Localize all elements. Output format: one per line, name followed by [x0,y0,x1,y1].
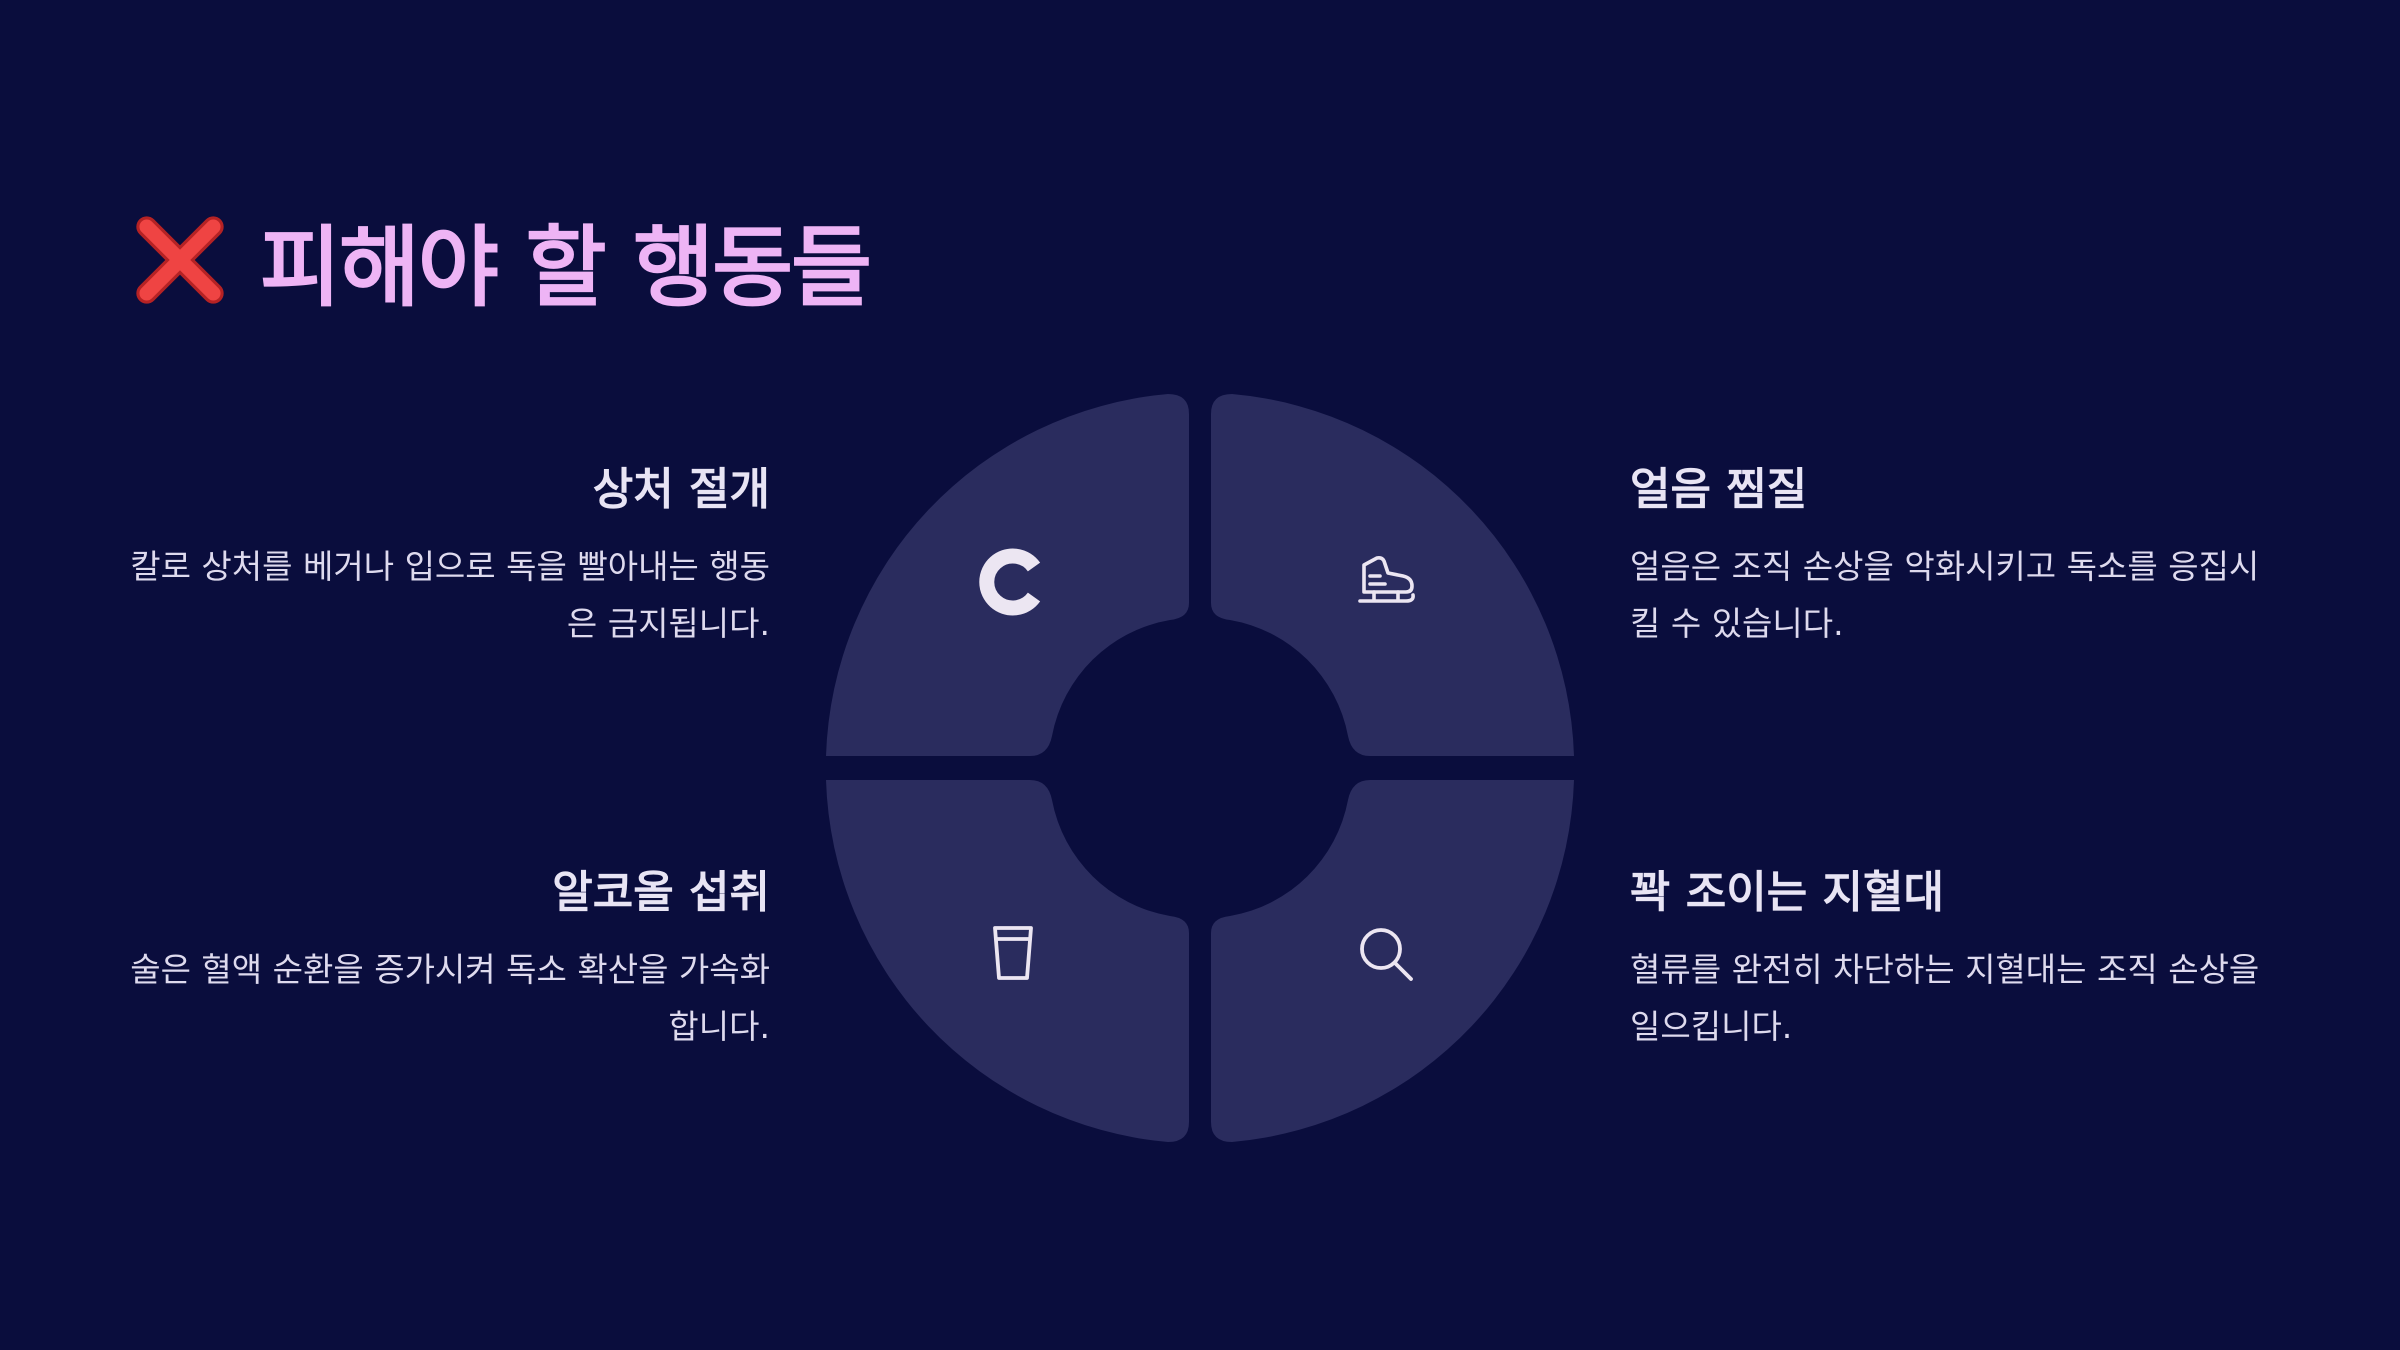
half-circle-c-icon [979,548,1041,616]
page-title: 피해야 할 행동들 [260,215,872,319]
ring-segment-bottom-left [826,780,1189,1142]
item-block-tourniquet: 꽉 조이는 지혈대 혈류를 완전히 차단하는 지혈대는 조직 손상을 일으킵니다… [1630,865,2280,1055]
item-block-incision: 상처 절개 칼로 상처를 베거나 입으로 독을 빨아내는 행동은 금지됩니다. [120,462,770,652]
item-description: 얼음은 조직 손상을 악화시키고 독소를 응집시킬 수 있습니다. [1630,547,2260,643]
item-title: 꽉 조이는 지혈대 [1630,867,1944,918]
item-description: 술은 혈액 순환을 증가시켜 독소 확산을 가속화합니다. [130,950,770,1046]
item-title: 알코올 섭취 [552,867,770,918]
item-block-ice: 얼음 찜질 얼음은 조직 손상을 악화시키고 독소를 응집시킬 수 있습니다. [1630,462,2280,652]
cup-icon [993,926,1033,980]
item-title: 얼음 찜질 [1630,464,1808,515]
ice-skate-icon [1358,556,1415,603]
item-description: 칼로 상처를 베거나 입으로 독을 빨아내는 행동은 금지됩니다. [130,547,770,643]
ring-segment-bottom-right [1211,780,1574,1142]
cross-mark-icon [136,216,224,304]
title-row: 피해야 할 행동들 [128,200,872,320]
search-icon [1360,928,1413,981]
item-block-alcohol: 알코올 섭취 술은 혈액 순환을 증가시켜 독소 확산을 가속화합니다. [120,865,770,1055]
item-description: 혈류를 완전히 차단하는 지혈대는 조직 손상을 일으킵니다. [1630,950,2260,1046]
ring-segment-top-left [826,394,1189,756]
item-title: 상처 절개 [592,464,770,515]
